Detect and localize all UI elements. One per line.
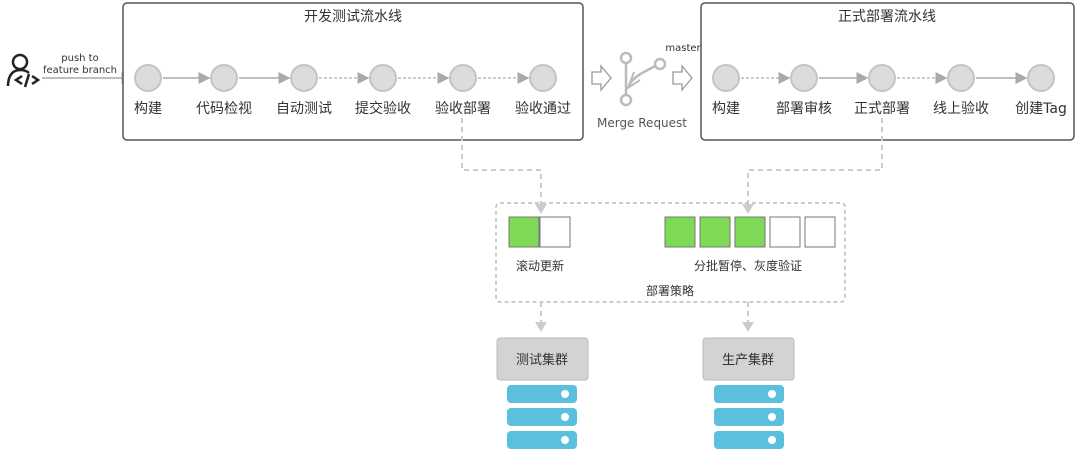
stage-node [449,64,477,92]
to-test-cluster-arrowhead [535,322,547,332]
server-light [561,390,569,398]
deployed-block [664,216,696,248]
prod-cluster-label: 生产集群 [722,352,774,368]
push-label-line2: feature branch [43,65,117,76]
prod-cluster-box [702,337,795,381]
dev-deploy-connector [461,118,542,210]
stage-label: 提交验收 [355,100,411,117]
deployed-block [734,216,766,248]
rolling-update-label: 滚动更新 [516,258,564,273]
test-cluster-box [496,337,589,381]
rolling-update-blocks [508,216,571,248]
server-unit [714,431,784,449]
server-light [768,390,776,398]
merge-in-arrow-icon [591,64,612,92]
deploy-strategy-title: 部署策略 [646,283,694,298]
server-unit [507,385,577,403]
stage-label: 自动测试 [276,101,332,117]
server-light [768,413,776,421]
stage-label: 正式部署 [854,101,910,117]
pending-block [804,216,836,248]
stage-node [134,64,162,92]
prod-pipeline-stages: 构建 部署审核 正式部署 线上验收 创建Tag [712,64,1067,117]
deployed-block [699,216,731,248]
stage-label: 验收部署 [435,101,491,117]
merge-request-icon [619,51,667,107]
merge-request-label: Merge Request [597,116,687,130]
stage-node [210,64,238,92]
stage-label: 代码检视 [196,101,252,117]
server-unit [714,385,784,403]
stage-label: 构建 [134,101,162,117]
pending-block [539,216,571,248]
prod-deploy-connector [747,118,883,210]
server-unit [714,408,784,426]
server-stack-icon [714,385,784,449]
dev-pipeline-title: 开发测试流水线 [304,9,402,25]
stage-label: 线上验收 [933,101,989,117]
prod-pipeline-title: 正式部署流水线 [838,9,936,25]
master-branch-label: master [665,43,701,54]
canary-blocks [664,216,836,248]
canary-label: 分批暂停、灰度验证 [694,258,802,273]
deploy-strategy-box [495,202,846,303]
stage-node [868,64,896,92]
server-unit [507,431,577,449]
deployed-block [508,216,540,248]
server-unit [507,408,577,426]
stage-node [947,64,975,92]
stage-label: 验收通过 [515,101,571,117]
to-prod-cluster-arrowhead [742,322,754,332]
server-light [561,413,569,421]
dev-deploy-arrowhead [535,204,547,214]
stage-node [290,64,318,92]
test-cluster-label: 测试集群 [516,352,568,368]
stage-node [1027,64,1055,92]
pending-block [769,216,801,248]
server-stack-icon [507,385,577,449]
server-light [561,436,569,444]
stage-label: 构建 [712,101,740,117]
stage-node [369,64,397,92]
server-light [768,436,776,444]
prod-deploy-arrowhead [742,204,754,214]
developer-code-icon [6,53,41,88]
stage-node [790,64,818,92]
merge-out-arrow-icon [672,64,693,92]
dev-pipeline-panel [122,2,584,141]
push-label-line1: push to [61,53,98,64]
stage-label: 创建Tag [1015,101,1067,117]
stage-node [712,64,740,92]
dev-pipeline-stages: 构建 代码检视 自动测试 提交验收 验收部署 验收通过 [134,64,571,117]
stage-node [529,64,557,92]
stage-label: 部署审核 [776,101,832,117]
